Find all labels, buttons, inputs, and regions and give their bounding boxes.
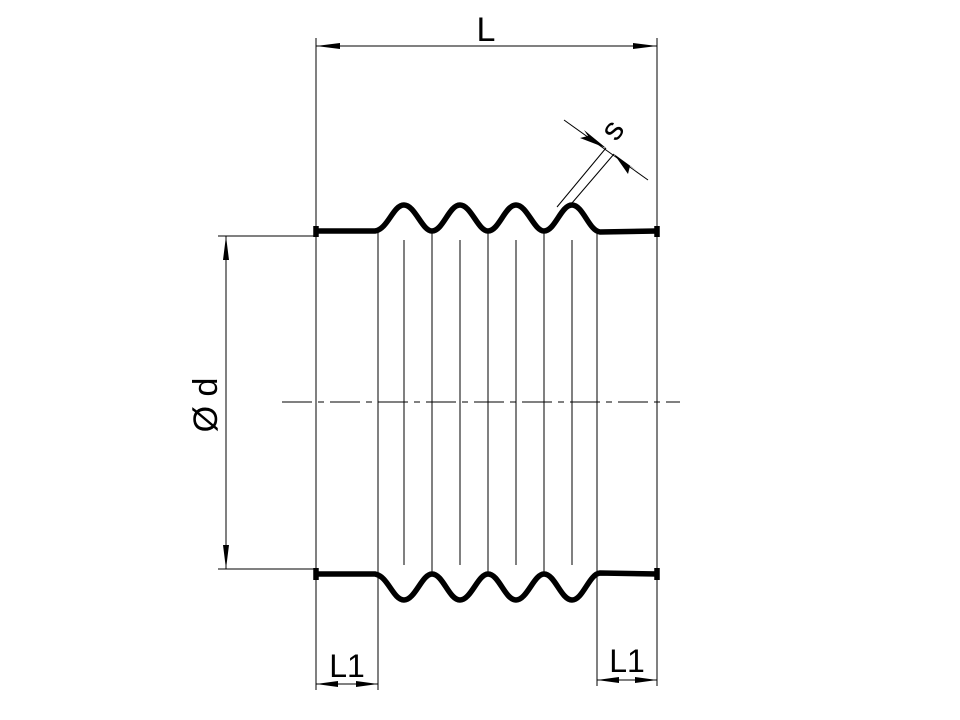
left-collar-label: L1	[329, 648, 365, 684]
dimension-diameter: Ø d	[187, 235, 316, 570]
right-collar-label: L1	[609, 643, 645, 679]
wall-thickness-label: s	[593, 113, 632, 147]
bellows-top-contour	[316, 202, 658, 235]
dimension-left-collar: L1	[315, 574, 379, 690]
dimension-right-collar: L1	[596, 574, 658, 686]
dimension-wall-thickness: s	[556, 113, 649, 211]
dimension-overall-length: L	[315, 11, 658, 231]
diameter-label: Ø d	[187, 378, 225, 433]
bellows-bottom-contour	[316, 570, 658, 603]
overall-length-label: L	[477, 11, 496, 49]
